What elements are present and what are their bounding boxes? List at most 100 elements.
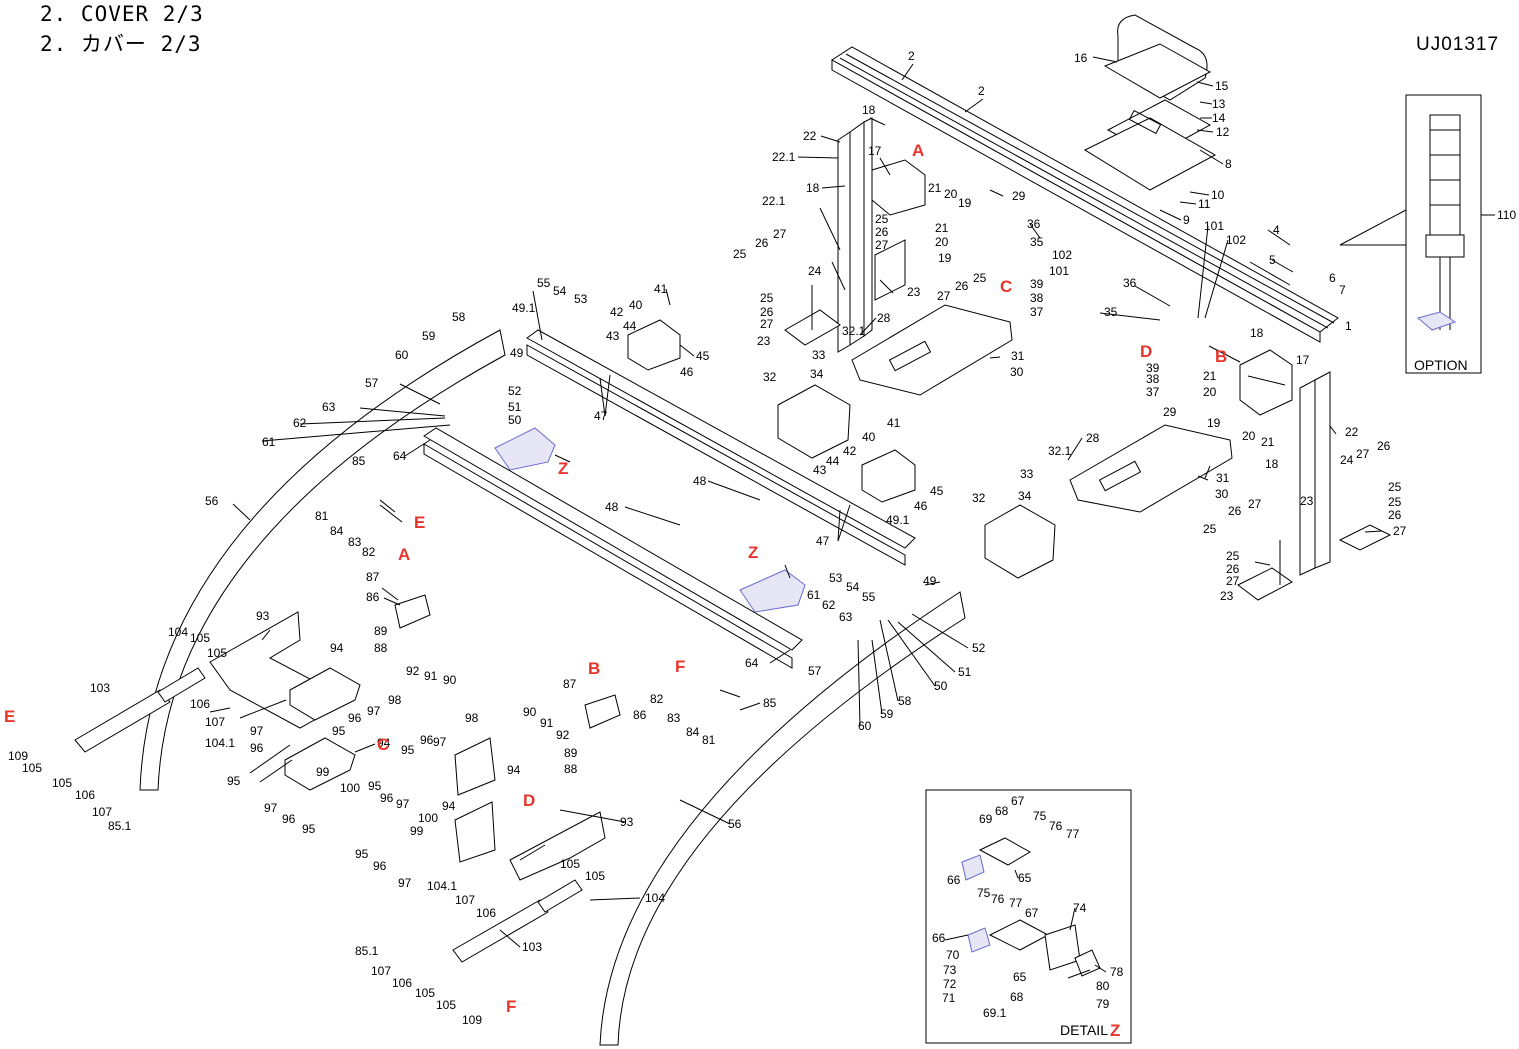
part-number-label: 95	[355, 847, 369, 861]
part-number-label: 97	[250, 724, 264, 738]
part-number-label: 96	[380, 791, 394, 805]
part-number-label: 65	[1013, 970, 1027, 984]
part-number-label: 25	[875, 212, 889, 226]
part-number-label: 18	[1265, 457, 1279, 471]
part-number-label: 23	[1300, 494, 1314, 508]
ref-letter-f: F	[675, 657, 685, 676]
leader-line	[1099, 312, 1161, 321]
leader-lines	[209, 56, 1495, 979]
part-number-label: 105	[52, 776, 72, 790]
leader-line	[1267, 229, 1291, 246]
part-number-label: 25	[1388, 480, 1402, 494]
part-number-label: 20	[935, 235, 949, 249]
mount-94-c	[454, 737, 496, 796]
part-number-label: 75	[977, 886, 991, 900]
part-number-label: 102	[1226, 233, 1246, 247]
part-number-label: 87	[563, 677, 577, 691]
part-number-label: 86	[366, 590, 380, 604]
part-number-label: 25	[973, 271, 987, 285]
part-number-label: 24	[1340, 453, 1354, 467]
part-number-label: 63	[322, 400, 336, 414]
part-number-label: 64	[745, 656, 759, 670]
part-number-label: 7	[1339, 283, 1346, 297]
leader-line	[1092, 56, 1118, 63]
leader-line	[299, 417, 446, 425]
leader-line	[519, 844, 546, 861]
part-number-label: 49.1	[512, 301, 536, 315]
leader-line	[604, 374, 611, 417]
part-number-label: 75	[1033, 809, 1047, 823]
leader-line	[1134, 285, 1171, 307]
part-number-label: 46	[914, 499, 928, 513]
part-number-label: 106	[392, 976, 412, 990]
part-number-label: 26	[755, 236, 769, 250]
part-number-label: 31	[1011, 349, 1025, 363]
part-number-label: 37	[1146, 385, 1160, 399]
part-number-label: 79	[1096, 997, 1110, 1011]
part-number-label: 13	[1212, 97, 1226, 111]
leader-line	[1197, 475, 1209, 481]
part-number-label: 86	[633, 708, 647, 722]
part-number-label: 105	[190, 631, 210, 645]
part-number-label: 36	[1027, 217, 1041, 231]
part-number-label: 22.1	[772, 150, 796, 164]
part-number-label: 45	[930, 484, 944, 498]
part-number-label: 106	[476, 906, 496, 920]
part-number-label: 27	[1393, 524, 1407, 538]
leader-line	[1254, 561, 1271, 566]
part-number-label: 25	[1226, 549, 1240, 563]
part-number-label: 57	[808, 664, 822, 678]
leader-line	[837, 504, 851, 542]
leader-line	[1189, 191, 1210, 196]
part-number-label: 76	[1049, 819, 1063, 833]
part-number-label: 12	[1216, 125, 1230, 139]
part-number-label: 8	[1225, 157, 1232, 171]
part-number-label: 105	[560, 857, 580, 871]
part-number-label: 46	[680, 365, 694, 379]
leader-line	[719, 689, 741, 698]
part-number-label: 55	[537, 276, 551, 290]
part-number-label: 66	[947, 873, 961, 887]
part-number-label: 52	[972, 641, 986, 655]
lamp-cover	[1083, 14, 1217, 191]
leader-line	[1029, 223, 1041, 239]
part-number-label: 27	[875, 238, 889, 252]
part-number-label: 65	[1018, 871, 1032, 885]
title-en: 2. COVER 2/3	[40, 2, 204, 26]
part-number-label: 107	[371, 964, 391, 978]
part-number-label: 82	[650, 692, 664, 706]
part-number-label: 78	[1110, 965, 1124, 979]
part-number-label: 20	[944, 187, 958, 201]
ref-letter-e: E	[4, 707, 15, 726]
ref-letter-d: D	[523, 791, 535, 810]
leader-line	[1271, 259, 1294, 273]
frame-93-lower	[509, 811, 606, 881]
part-number-label: 27	[1226, 574, 1240, 588]
leader-line	[599, 377, 606, 417]
part-number-label: 68	[995, 804, 1009, 818]
part-number-label: 35	[1030, 235, 1044, 249]
option-caption: OPTION	[1414, 357, 1468, 373]
part-number-label: 109	[462, 1013, 482, 1027]
part-number-label: 60	[395, 348, 409, 362]
leader-line	[831, 261, 846, 291]
part-number-label: 23	[1220, 589, 1234, 603]
part-number-label: 61	[262, 435, 276, 449]
leader-line	[239, 699, 287, 719]
part-number-label: 85	[352, 454, 366, 468]
part-number-label: 87	[366, 570, 380, 584]
part-number-label: 45	[696, 349, 710, 363]
part-number-label: 41	[887, 416, 901, 430]
part-number-label: 27	[937, 289, 951, 303]
part-number-label: 26	[1228, 504, 1242, 518]
part-number-label: 95	[401, 743, 415, 757]
part-number-label: 32.1	[1048, 444, 1072, 458]
part-number-label: 18	[862, 103, 876, 117]
part-number-label: 85.1	[355, 944, 379, 958]
part-number-label: 6	[1329, 271, 1336, 285]
part-number-label: 24	[808, 264, 822, 278]
part-number-label: 100	[340, 781, 360, 795]
part-number-label: 2	[908, 49, 915, 63]
